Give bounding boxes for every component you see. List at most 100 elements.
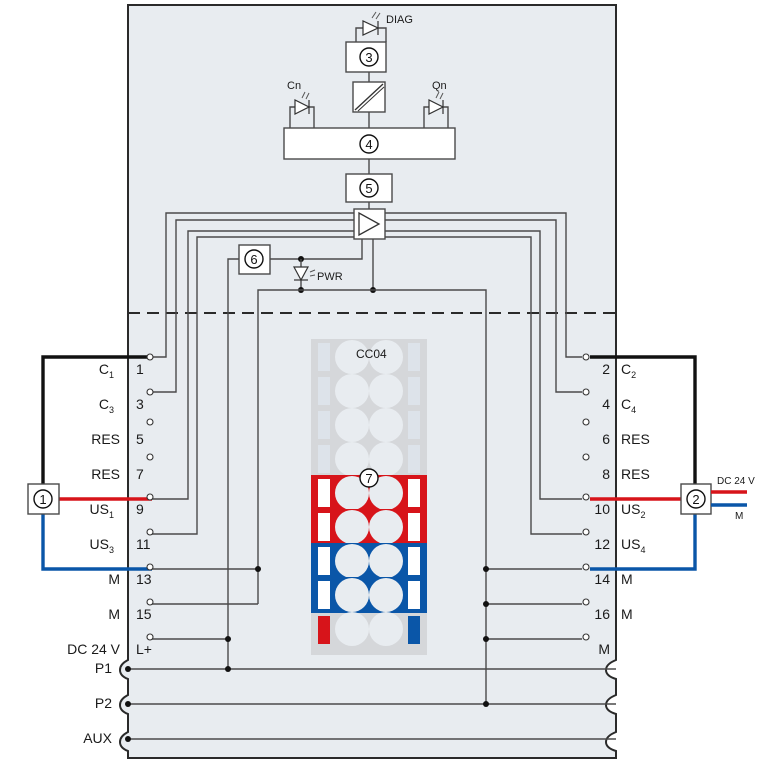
bus-label-p2: P2 <box>95 695 112 711</box>
qn-label: Qn <box>432 80 447 92</box>
pin-number: 10 <box>594 501 610 517</box>
terminal-label: US2 <box>621 501 645 520</box>
terminal-label: US3 <box>90 536 114 555</box>
bus-label-p1: P1 <box>95 660 112 676</box>
terminal-11 <box>146 528 154 536</box>
terminal-label: C4 <box>621 396 636 415</box>
terminal-label: US1 <box>90 501 114 520</box>
block-3 <box>345 41 387 73</box>
cc-slot <box>369 408 403 442</box>
pin-number: 1 <box>136 361 144 377</box>
terminal-16 <box>582 598 590 606</box>
cc-slot <box>335 544 369 578</box>
cc-red-marker <box>318 616 330 644</box>
pin-number: 8 <box>602 466 610 482</box>
external-wire-m13 <box>41 514 152 571</box>
callout-4: 4 <box>365 137 372 152</box>
cc-slot <box>369 578 403 612</box>
qn-led: Qn <box>423 80 449 128</box>
pin-number: 5 <box>136 431 144 447</box>
block-2 <box>680 483 712 515</box>
signal-wires <box>152 212 582 535</box>
terminal-14 <box>582 563 590 571</box>
pin-number: L+ <box>136 641 152 657</box>
backplane-bus <box>125 666 616 742</box>
terminal-2 <box>582 353 590 361</box>
pin-number: 13 <box>136 571 152 587</box>
block-1 <box>27 483 60 515</box>
terminal-label: US4 <box>621 536 645 555</box>
cc-slot <box>369 442 403 476</box>
terminal-label: RES <box>621 466 650 482</box>
cc-slot <box>369 612 403 646</box>
pin-number: 12 <box>594 536 610 552</box>
terminal-8 <box>582 453 590 461</box>
terminal-label: M <box>621 606 633 622</box>
terminal-label: C1 <box>99 361 114 380</box>
terminal-7 <box>146 453 154 461</box>
pin-number: M <box>598 641 610 657</box>
terminal-5 <box>146 418 154 426</box>
terminal-label: M <box>108 571 120 587</box>
cc-slot <box>335 476 369 510</box>
terminal-label: RES <box>621 431 650 447</box>
terminal-10 <box>582 493 590 501</box>
cc-slot <box>369 510 403 544</box>
terminal-label: M <box>621 571 633 587</box>
pin-number: 15 <box>136 606 152 622</box>
cc-slot <box>335 408 369 442</box>
terminal-label: M <box>108 606 120 622</box>
pin-number: 14 <box>594 571 610 587</box>
terminal-15 <box>146 598 154 606</box>
terminal-label: C3 <box>99 396 114 415</box>
isolation-converter <box>352 81 386 113</box>
terminal-1 <box>146 353 154 361</box>
external-wire-c1 <box>41 355 152 484</box>
terminal-3 <box>146 388 154 396</box>
terminal-label: RES <box>91 431 120 447</box>
cc-blue-marker <box>408 616 420 644</box>
callout-6: 6 <box>250 252 257 267</box>
pin-number: 4 <box>602 396 610 412</box>
callout-7: 7 <box>365 471 372 486</box>
callout-1: 1 <box>39 492 46 507</box>
supply-dc24-label: DC 24 V <box>717 476 755 487</box>
pin-number: 9 <box>136 501 144 517</box>
diag-led: DIAG <box>355 11 413 42</box>
callout-5: 5 <box>365 181 372 196</box>
terminal-label: C2 <box>621 361 636 380</box>
cc-slot <box>369 374 403 408</box>
callout-2: 2 <box>692 492 699 507</box>
cn-led: Cn <box>287 80 315 128</box>
external-wire-m14 <box>590 514 697 571</box>
diag-label: DIAG <box>386 14 413 26</box>
pin-number: 6 <box>602 431 610 447</box>
cc-label: CC04 <box>356 347 387 361</box>
terminal-M <box>582 633 590 641</box>
terminal-label: DC 24 V <box>67 641 121 657</box>
amplifier <box>353 208 386 240</box>
led-icon <box>362 20 380 36</box>
terminal-4 <box>582 388 590 396</box>
pwr-led: PWR <box>292 259 343 290</box>
cc-slot <box>335 612 369 646</box>
pwr-label: PWR <box>317 271 343 283</box>
terminal-12 <box>582 528 590 536</box>
cc-slot <box>335 442 369 476</box>
cc-slot <box>335 510 369 544</box>
pin-number: 3 <box>136 396 144 412</box>
cc-slot <box>335 340 369 374</box>
callout-3: 3 <box>365 50 372 65</box>
cc-slot <box>335 578 369 612</box>
color-coding-label: CC04 <box>311 339 427 655</box>
terminal-label: RES <box>91 466 120 482</box>
cn-label: Cn <box>287 80 301 92</box>
pin-number: 11 <box>136 536 151 552</box>
terminal-9 <box>146 493 154 501</box>
terminal-13 <box>146 563 154 571</box>
external-wire-c2 <box>590 355 697 484</box>
cc-slot <box>335 374 369 408</box>
terminal-L+ <box>146 633 154 641</box>
